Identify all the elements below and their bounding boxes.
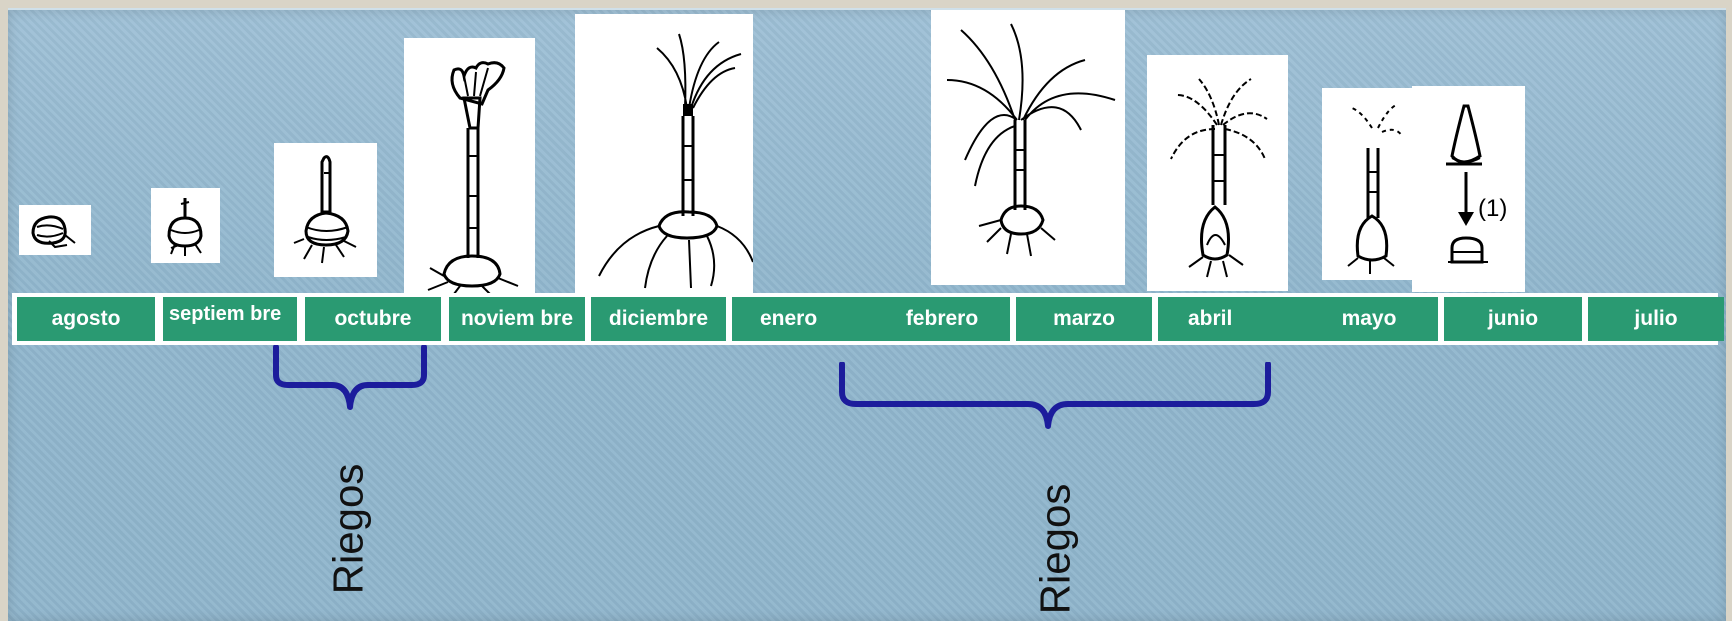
mature-plant-icon (931, 10, 1125, 285)
leaf-dieback-icon (1147, 55, 1288, 291)
month-timeline: agosto septiem bre octubre noviem bre di… (12, 293, 1724, 345)
irrigation-brace-spring (839, 362, 1271, 429)
month-mayo: mayo (1300, 297, 1438, 341)
june-marker-label: (1) (1478, 195, 1507, 222)
month-marzo: marzo (1016, 297, 1152, 341)
dry-plant-icon (1322, 88, 1422, 280)
month-octubre: octubre (305, 297, 441, 341)
leafy-plant-icon (575, 14, 753, 293)
irrigation-label-2: Riegos (1031, 483, 1079, 615)
corm-icon (19, 205, 91, 255)
month-junio: junio (1444, 297, 1582, 341)
month-enero: enero (732, 297, 896, 341)
flowering-plant-icon (404, 38, 535, 294)
month-noviembre: noviem bre (449, 297, 585, 341)
shoot-icon (274, 143, 377, 277)
irrigation-brace-autumn (273, 345, 427, 410)
month-agosto: agosto (17, 297, 155, 341)
irrigation-label-1: Riegos (324, 463, 372, 595)
month-abril: abril (1158, 297, 1324, 341)
month-julio: julio (1588, 297, 1724, 341)
corm-sprout-icon (151, 188, 220, 263)
month-diciembre: diciembre (591, 297, 726, 341)
month-septiembre: septiem bre (163, 297, 297, 341)
new-corm-icon: (1) (1412, 86, 1525, 292)
month-febrero: febrero (874, 297, 1010, 341)
